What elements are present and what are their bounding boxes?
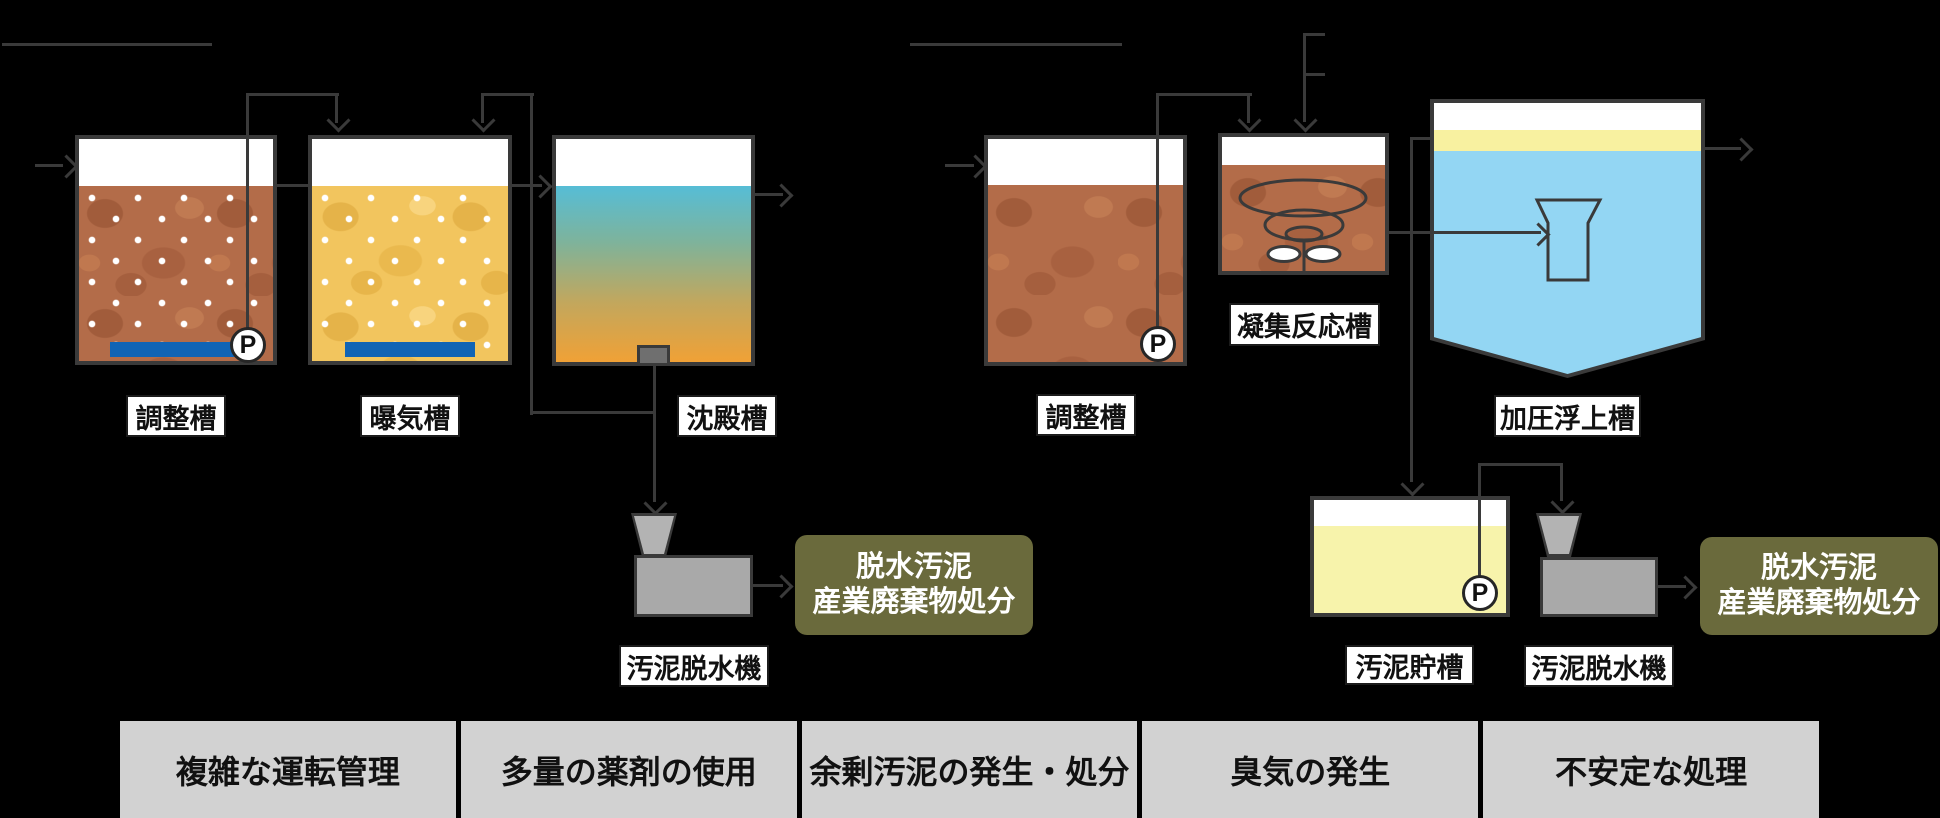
left-overflow-line-2 xyxy=(512,184,542,187)
disposal-line1: 脱水汚泥 xyxy=(1760,552,1877,584)
right-cake-arrow-icon xyxy=(1673,575,1698,600)
issues-bar: 複雑な運転管理 多量の薬剤の使用 余剰汚泥の発生・処分 臭気の発生 不安定な処理 xyxy=(120,721,1819,818)
right-transfer-arrow-icon xyxy=(1237,108,1262,133)
right-cake-line xyxy=(1658,585,1686,588)
label-sedimentation-tank: 沈殿槽 xyxy=(677,395,777,437)
dissolved-air-flotation-tank xyxy=(1430,99,1705,378)
left-title-underline xyxy=(2,43,212,46)
right-effluent-arrow-icon xyxy=(1729,137,1754,162)
chemical-dosing-line xyxy=(1303,34,1306,122)
pump-icon: P xyxy=(230,327,266,363)
left-dewatering-machine xyxy=(634,555,753,617)
storage-transfer-drop xyxy=(1560,463,1563,501)
label-coagulation-tank: 凝集反応槽 xyxy=(1229,303,1380,346)
right-transfer-pipe-top xyxy=(1156,93,1252,96)
issue-cell-2: 多量の薬剤の使用 xyxy=(455,721,797,818)
storage-transfer-arrow-icon xyxy=(1550,490,1575,515)
sedimentation-tank-liquid xyxy=(556,186,751,362)
left-return-pipe-top xyxy=(481,93,534,96)
chemical-tick-1 xyxy=(1303,33,1325,36)
coagulation-to-daf-line xyxy=(1389,231,1541,234)
issue-cell-4: 臭気の発生 xyxy=(1137,721,1478,818)
sludge-storage-tank xyxy=(1310,496,1510,617)
left-overflow-line-1 xyxy=(277,184,308,187)
daf-inlet-nozzle-icon xyxy=(1534,198,1603,282)
issue-cell-5: 不安定な処理 xyxy=(1478,721,1819,818)
label-right-dewatering-machine: 汚泥脱水機 xyxy=(1524,645,1674,687)
left-cake-line xyxy=(753,584,783,587)
left-sludge-return-branch xyxy=(530,411,656,414)
issue-cell-1: 複雑な運転管理 xyxy=(175,753,400,790)
scum-arrow-icon xyxy=(1400,472,1425,497)
disposal-line2: 産業廃棄物処分 xyxy=(812,586,1016,618)
label-left-dewatering-machine: 汚泥脱水機 xyxy=(619,645,769,687)
aeration-tank-liquid xyxy=(312,186,508,361)
left-return-arrow-icon xyxy=(471,108,496,133)
sedimentation-tank xyxy=(552,135,755,366)
scum-draw-line xyxy=(1412,137,1432,140)
disposal-line2: 産業廃棄物処分 xyxy=(1717,587,1921,619)
sludge-hopper-outlet xyxy=(637,345,670,366)
right-title-underline xyxy=(910,43,1122,46)
left-transfer-pipe-top xyxy=(246,93,339,96)
left-influent-line xyxy=(35,164,63,167)
pump-icon: P xyxy=(1140,326,1176,362)
left-sludge-drop-pipe xyxy=(653,366,656,502)
left-transfer-drop xyxy=(335,93,338,123)
right-dewatering-machine xyxy=(1540,557,1658,617)
left-disposal-box: 脱水汚泥 産業廃棄物処分 xyxy=(795,535,1033,635)
dewatering-hopper-icon xyxy=(1536,513,1582,557)
right-disposal-box: 脱水汚泥 産業廃棄物処分 xyxy=(1700,537,1938,635)
right-effluent-line xyxy=(1705,147,1741,150)
label-aeration-tank: 曝気槽 xyxy=(360,395,460,437)
left-pump-riser-pipe xyxy=(246,93,249,347)
left-effluent-line xyxy=(755,193,783,196)
right-influent-line xyxy=(945,164,974,167)
right-transfer-drop xyxy=(1247,93,1250,123)
aeration-tank xyxy=(308,135,512,365)
chemical-arrow-icon xyxy=(1293,108,1318,133)
left-sludge-return-riser xyxy=(530,93,533,415)
storage-transfer-top xyxy=(1478,463,1563,466)
disposal-line1: 脱水汚泥 xyxy=(855,551,972,583)
bubble-dots xyxy=(85,192,267,355)
left-effluent-arrow-icon xyxy=(769,183,794,208)
left-return-drop xyxy=(481,93,484,123)
dewatering-hopper-icon xyxy=(631,513,677,557)
left-adjustment-diffuser-bar xyxy=(110,342,240,357)
issue-cell-3: 余剰汚泥の発生・処分 xyxy=(796,721,1138,818)
pump-icon: P xyxy=(1462,575,1498,611)
storage-pump-riser xyxy=(1478,464,1481,585)
scum-drop-pipe xyxy=(1410,137,1413,482)
bubble-dots xyxy=(318,192,502,355)
chemical-tick-2 xyxy=(1303,73,1325,76)
label-sludge-storage-tank: 汚泥貯槽 xyxy=(1345,645,1474,685)
label-left-adjustment-tank: 調整槽 xyxy=(126,395,226,437)
left-transfer-arrow-icon xyxy=(326,108,351,133)
label-right-adjustment-tank: 調整槽 xyxy=(1036,394,1136,436)
flocculator-mixer-icon xyxy=(1238,178,1368,275)
left-cake-arrow-icon xyxy=(769,574,794,599)
daf-layers xyxy=(1434,103,1701,374)
aeration-diffuser-bar xyxy=(345,342,475,357)
left-sludge-arrow-icon xyxy=(643,491,668,516)
right-pump-riser-pipe xyxy=(1156,93,1159,346)
label-daf-tank: 加圧浮上槽 xyxy=(1494,395,1641,437)
